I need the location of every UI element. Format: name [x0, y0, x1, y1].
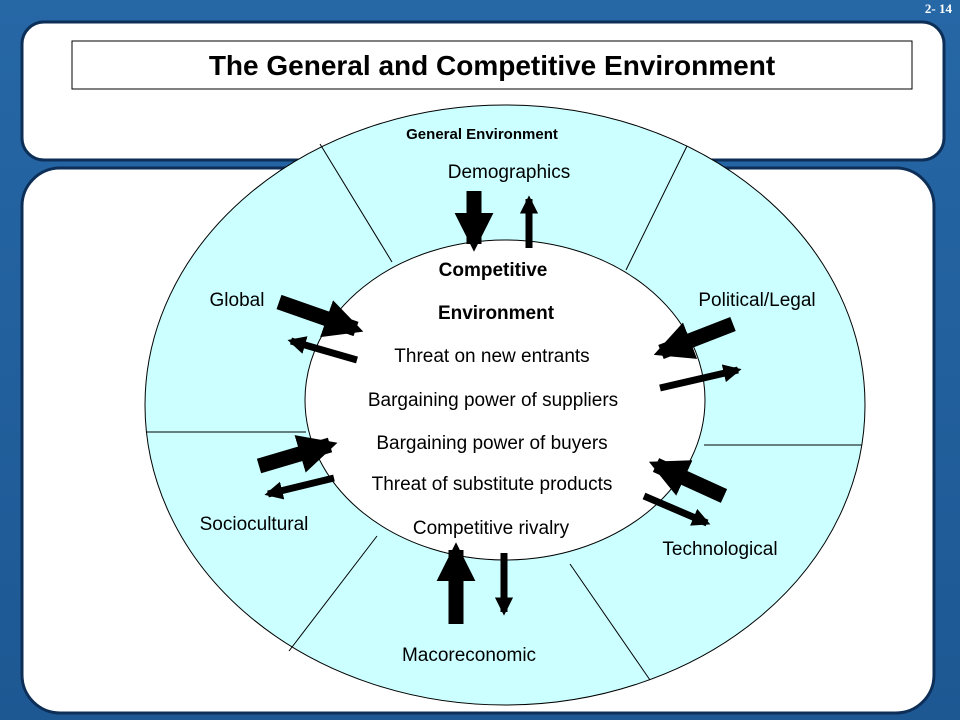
arrow-political-in: [653, 317, 736, 359]
force-rivalry: Competitive rivalry: [413, 518, 570, 539]
arrow-technological-in: [648, 458, 728, 503]
arrow-global-in: [276, 294, 364, 338]
segment-dividers: [146, 143, 862, 681]
force-buyer-power: Bargaining power of buyers: [376, 433, 607, 454]
competitive-title-line1: Competitive: [439, 260, 548, 281]
arrow-global-out: [287, 336, 358, 364]
arrow-technological-out: [642, 492, 711, 527]
segment-technological: Technological: [662, 539, 777, 560]
force-new-entrants: Threat on new entrants: [394, 346, 589, 367]
segment-political-legal: Political/Legal: [698, 290, 815, 311]
segment-global: Global: [210, 290, 265, 311]
arrow-sociocultural-out: [264, 474, 335, 500]
title-box: [71, 40, 913, 90]
force-substitutes: Threat of substitute products: [372, 474, 613, 495]
competitive-title-line2: Environment: [438, 303, 555, 324]
page-title: The General and Competitive Environment: [209, 50, 775, 81]
arrow-political-out: [659, 364, 742, 392]
segment-macroeconomic: Macoreconomic: [402, 645, 536, 666]
segment-sociocultural: Sociocultural: [200, 514, 309, 535]
segment-demographics: Demographics: [448, 162, 571, 183]
influence-arrows: [256, 191, 742, 624]
force-supplier-power: Bargaining power of suppliers: [368, 390, 618, 411]
general-environment-label: General Environment: [406, 126, 558, 143]
arrow-sociocultural-in: [256, 435, 338, 474]
slide-number: 2- 14: [925, 1, 953, 16]
